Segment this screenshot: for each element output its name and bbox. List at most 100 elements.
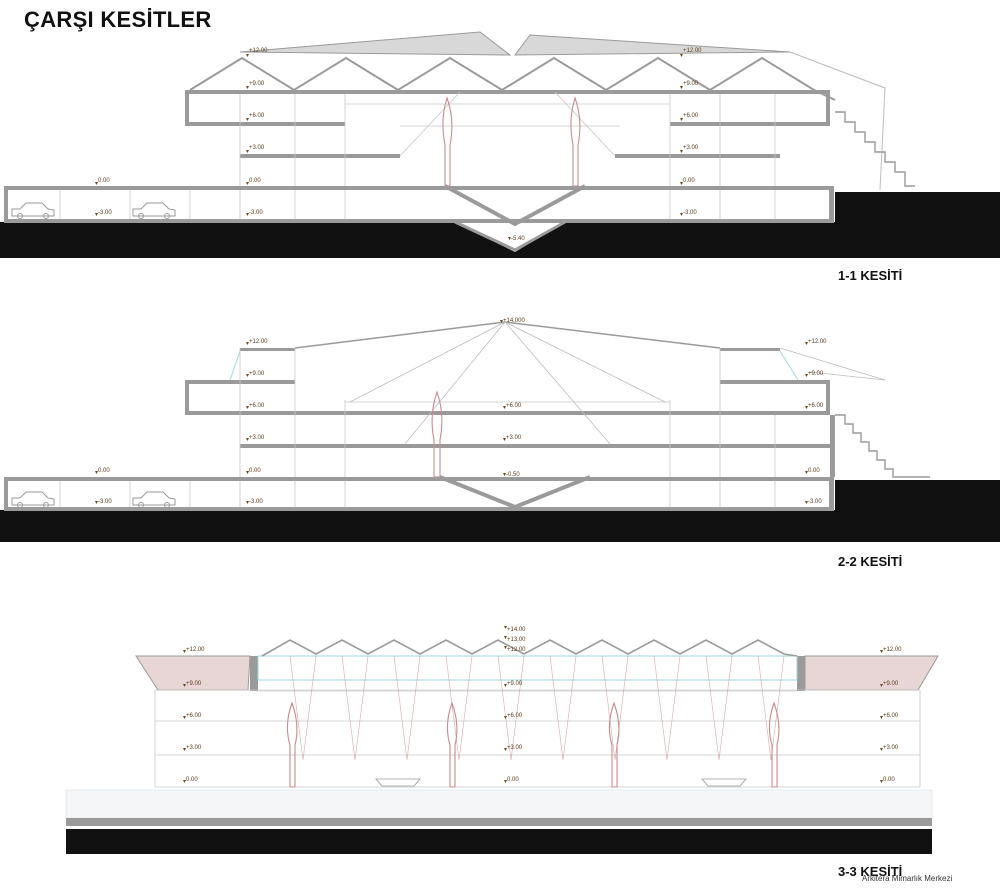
basement-floor-slab (4, 507, 834, 511)
sheet-title: ÇARŞI KESİTLER (24, 7, 212, 32)
level-mark: -0.50 (506, 472, 520, 478)
section-label-3-3: 3-3 KESİTİ (838, 864, 903, 879)
level-mark: -3.00 (808, 499, 822, 505)
cypress-tree (442, 96, 453, 187)
level-mark: 0.00 (98, 468, 110, 474)
basement-wall (4, 477, 8, 511)
ground-floor-slab (4, 186, 834, 190)
hatched-block-right (804, 655, 939, 691)
level-markers: +14.000 +12.00 +12.00 +9.00 +9.00 +6.00 … (95, 318, 827, 505)
basement-wall (829, 477, 834, 511)
level-mark: +9.00 (683, 81, 699, 87)
facade-wall (185, 380, 189, 415)
level-mark: +12.00 (683, 48, 702, 54)
level-mark: +12.00 (186, 647, 205, 653)
pool-basin (444, 184, 586, 227)
level-mark: +6.00 (808, 403, 824, 409)
car (132, 491, 176, 508)
car (132, 202, 176, 219)
level-mark: +9.00 (883, 681, 899, 687)
roof-folds (261, 639, 798, 657)
credit-text: Arkitera Mimarlık Merkezi (862, 874, 953, 883)
level-mark: +12.00 (883, 647, 902, 653)
floor-slab-3-right (615, 154, 780, 158)
level-mark: +3.00 (883, 745, 899, 751)
level-mark: +12.00 (507, 647, 526, 653)
level-mark: +6.00 (249, 113, 265, 119)
facade-wall (185, 90, 189, 126)
water-plane (65, 789, 933, 819)
pool-basin (439, 475, 591, 510)
level-mark: -3.00 (249, 210, 263, 216)
ground-floor-slab (4, 477, 834, 481)
section-3-3: +14.00 +13.00 +12.00 +12.00 +12.00 +9.00… (65, 626, 939, 854)
level-mark: 0.00 (507, 777, 519, 783)
cypress-tree (768, 701, 780, 788)
level-mark: 0.00 (808, 468, 820, 474)
level-mark: +3.00 (249, 435, 265, 441)
ground-fill-right (835, 192, 1000, 222)
level-mark: 0.00 (98, 178, 110, 184)
level-mark: -3.00 (98, 499, 112, 505)
car (11, 202, 55, 219)
level-mark: +6.00 (507, 713, 523, 719)
level-mark: 0.00 (249, 178, 261, 184)
level-mark: +6.00 (683, 113, 699, 119)
floor-slab-9-right (720, 380, 830, 384)
cypress-tree (570, 96, 581, 187)
pool-foundation (454, 220, 566, 252)
car (11, 491, 55, 508)
level-mark: +12.00 (808, 339, 827, 345)
level-markers: +12.00 +12.00 +9.00 +9.00 +6.00 +6.00 +3… (95, 48, 702, 242)
cypress-tree (608, 701, 620, 788)
level-mark: +14.00 (507, 627, 526, 633)
floor-slab-6-right (670, 122, 830, 126)
level-markers: +14.00 +13.00 +12.00 +12.00 +12.00 +9.00… (183, 626, 902, 783)
foundation-slab (66, 818, 932, 826)
boat (375, 778, 421, 787)
ground-fill (66, 829, 932, 854)
level-mark: 0.00 (883, 777, 895, 783)
floor-slab-9 (185, 90, 830, 94)
level-mark: -5.40 (511, 236, 525, 242)
roof-canopy-left (239, 31, 512, 56)
stair (835, 111, 915, 187)
level-mark: -3.00 (249, 499, 263, 505)
level-mark: +3.00 (506, 435, 522, 441)
floor-slab-3 (240, 444, 830, 448)
level-mark: +14.000 (503, 318, 526, 324)
level-mark: +3.00 (249, 145, 265, 151)
roof-profile (294, 321, 721, 349)
cypress-tree (431, 390, 443, 478)
roof-edge (789, 51, 886, 191)
section-1-1: +12.00 +12.00 +9.00 +9.00 +6.00 +6.00 +3… (0, 31, 1000, 258)
roof-cables (349, 321, 886, 445)
cypress-tree (446, 701, 458, 788)
floor-slab-12-right (720, 348, 780, 351)
basement-wall (829, 186, 834, 223)
glass-band (257, 655, 798, 681)
boat (701, 778, 747, 787)
floor-slab-6 (185, 411, 830, 415)
level-mark: +13.00 (507, 637, 526, 643)
ground-fill-right (835, 480, 1000, 510)
roof-canopy-right (513, 34, 791, 56)
glass-panel (229, 350, 241, 381)
structure-cones (289, 655, 785, 761)
roof-profile (189, 56, 836, 101)
level-mark: +9.00 (186, 681, 202, 687)
basement-wall (4, 186, 8, 223)
level-mark: +12.00 (249, 339, 268, 345)
ground-fill (0, 510, 1000, 542)
level-mark: 0.00 (249, 468, 261, 474)
level-mark: +6.00 (186, 713, 202, 719)
level-mark: +12.00 (249, 48, 268, 54)
level-mark: +9.00 (808, 371, 824, 377)
section-2-2: +14.000 +12.00 +12.00 +9.00 +9.00 +6.00 … (0, 318, 1000, 542)
level-mark: 0.00 (186, 777, 198, 783)
floor-slab-3-left (240, 154, 400, 158)
facade-wall (826, 380, 830, 415)
level-mark: +6.00 (883, 713, 899, 719)
stair (835, 414, 930, 478)
